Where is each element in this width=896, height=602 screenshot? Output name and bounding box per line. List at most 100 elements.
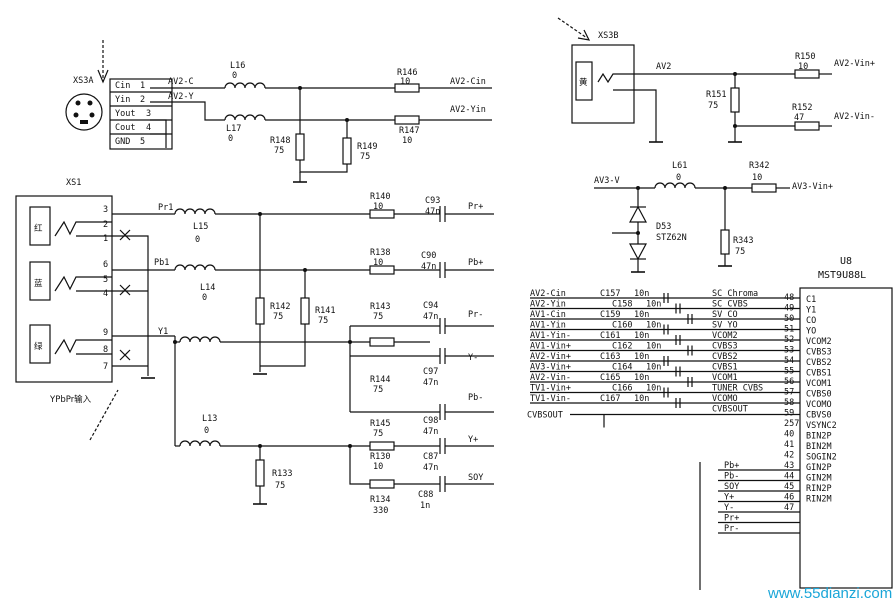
- r143-val: 75: [373, 312, 383, 322]
- bus-net-label: AV1-Vin+: [530, 342, 571, 352]
- net-av3-v: AV3-V: [594, 176, 620, 186]
- bus-cap-val: 10n: [646, 363, 661, 373]
- ic-pin-name: BIN2P: [806, 432, 832, 442]
- ic-pin-num: 257: [784, 419, 799, 429]
- xs1-connector: XS1 红 蓝 绿 3 2 1 6 5 4 9 8 7 YPbPr输入: [15, 178, 175, 441]
- r148-ref: R148: [270, 136, 290, 146]
- ic-pin-name: Y1: [806, 306, 816, 316]
- xs3a-pin-num-3: 3: [146, 109, 151, 119]
- ic-pin-num: 51: [784, 325, 794, 335]
- xs1-pin-6: 6: [103, 260, 108, 270]
- c94-ref: C94: [423, 301, 438, 311]
- bus-cap-ref: C163: [600, 352, 620, 362]
- ic-pin-num: 43: [784, 461, 794, 471]
- bus-net-label: AV1-Cin: [530, 310, 566, 320]
- ic-pin-name: CVBS2: [806, 358, 832, 368]
- r138-ref: R138: [370, 248, 390, 258]
- r130-val: 10: [373, 462, 383, 472]
- r144-ref: R144: [370, 375, 390, 385]
- ic-pin-num: 46: [784, 493, 794, 503]
- bus-out-label: CVBS2: [712, 352, 738, 362]
- bus-net-label: AV2-Cin: [530, 289, 566, 299]
- r343-val: 75: [735, 247, 745, 257]
- r142-val: 75: [273, 312, 283, 322]
- c90-val: 47n: [421, 262, 436, 272]
- net-y1: Y1: [158, 327, 168, 337]
- l17-ref: L17: [226, 124, 241, 134]
- ic-pin-num: 57: [784, 388, 794, 398]
- l15-ref: L15: [193, 222, 208, 232]
- ic-pin-num: 53: [784, 346, 794, 356]
- ic-pin-name: CO: [806, 316, 816, 326]
- ic-part: MST9U88L: [818, 270, 866, 281]
- xs1-color-blue: 蓝: [34, 278, 43, 289]
- bus-out-label: CVBS3: [712, 342, 738, 352]
- r140-val: 10: [373, 202, 383, 212]
- net-pr-minus: Pr-: [468, 310, 483, 320]
- l15-val: 0: [195, 235, 200, 245]
- r342-ref: R342: [749, 161, 769, 171]
- net-av2-vin-minus: AV2-Vin-: [834, 112, 875, 122]
- ic-pin-num: 54: [784, 356, 794, 366]
- xs3a-pin-name-2: Yin: [115, 95, 130, 105]
- bus-out-label: CVBS1: [712, 363, 738, 373]
- bus-cap-ref: C162: [612, 342, 632, 352]
- l61-ref: L61: [672, 161, 687, 171]
- r343-ref: R343: [733, 236, 753, 246]
- net-av3-vin-plus: AV3-Vin+: [792, 182, 833, 192]
- r143-ref: R143: [370, 302, 390, 312]
- bus-cap-ref: C165: [600, 373, 620, 383]
- xs3a-connector: XS3A Cin 1 Yin 2 Yout 3 Cout 4 GND 5: [65, 40, 173, 150]
- bus-out-label: CVBSOUT: [712, 405, 748, 415]
- ic-pin-name: CBVS0: [806, 411, 832, 421]
- ic-pin-name: GIN2M: [806, 474, 832, 484]
- bus-cap-ref: C167: [600, 394, 620, 404]
- r152-val: 47: [794, 113, 804, 123]
- bus-cap-val: 10n: [646, 384, 661, 394]
- r152-ref: R152: [792, 103, 812, 113]
- ic-pin-name: CVBS0: [806, 390, 832, 400]
- ic-pin-num: 45: [784, 482, 794, 492]
- bus-out-label: VCOM2: [712, 331, 738, 341]
- r147-ref: R147: [399, 126, 419, 136]
- ic-pin-name: VCOM2: [806, 337, 832, 347]
- xs3a-pin-name-3: Yout: [115, 109, 135, 119]
- l13-ref: L13: [202, 414, 217, 424]
- bus-lower-label: Pb+: [724, 461, 739, 471]
- r149-val: 75: [360, 152, 370, 162]
- xs3a-pin-num-2: 2: [140, 95, 145, 105]
- ic-pin-name: VCOMO: [806, 400, 832, 410]
- r148-val: 75: [274, 146, 284, 156]
- xs3a-pin-num-5: 5: [140, 137, 145, 147]
- ic-pin-num: 49: [784, 304, 794, 314]
- bus-net-label: AV2-Vin+: [530, 352, 571, 362]
- r145-val: 75: [373, 429, 383, 439]
- l14-ref: L14: [200, 283, 215, 293]
- bus-cap-ref: C159: [600, 310, 620, 320]
- net-av2-y: AV2-Y: [168, 92, 194, 102]
- r134-val: 330: [373, 506, 388, 516]
- bus-out-label: SC_Chroma: [712, 289, 758, 299]
- bus-cap-val: 10n: [646, 300, 661, 310]
- r151-ref: R151: [706, 90, 726, 100]
- l16-ref: L16: [230, 61, 245, 71]
- ic-pin-num: 50: [784, 314, 794, 324]
- ic-pin-num: 52: [784, 335, 794, 345]
- ic-pin-num: 48: [784, 293, 794, 303]
- c93-ref: C93: [425, 196, 440, 206]
- r146-ref: R146: [397, 68, 417, 78]
- ic-pin-name: RIN2M: [806, 495, 832, 505]
- ic-pin-name: VSYNC2: [806, 421, 837, 431]
- net-pb-plus: Pb+: [468, 258, 483, 268]
- r140-ref: R140: [370, 192, 390, 202]
- xs1-caption: YPbPr输入: [49, 394, 92, 405]
- net-av2-vin-plus: AV2-Vin+: [834, 59, 875, 69]
- c98-val: 47n: [423, 427, 438, 437]
- l14-val: 0: [202, 293, 207, 303]
- r134-ref: R134: [370, 495, 390, 505]
- c87-ref: C87: [423, 452, 438, 462]
- watermark: www.55dianzi.com: [767, 585, 892, 602]
- bus-net-label: TV1-Vin-: [530, 394, 571, 404]
- net-cvbsout: CVBSOUT: [527, 411, 563, 421]
- xs1-color-green: 绿: [34, 341, 43, 352]
